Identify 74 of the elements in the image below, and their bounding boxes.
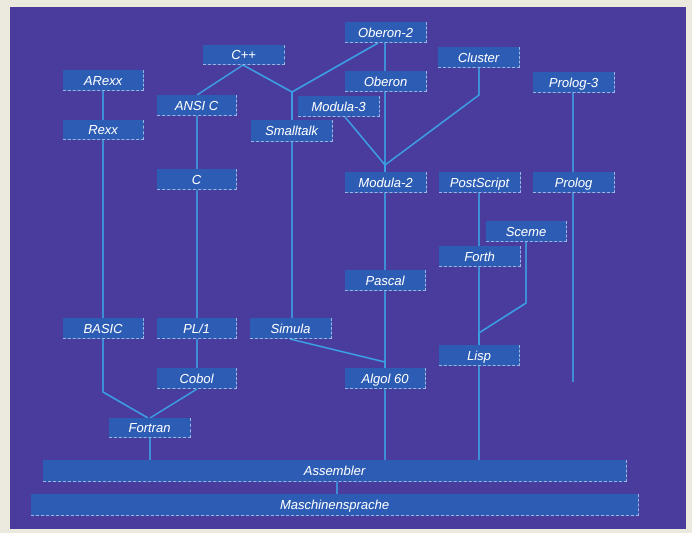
connector-line [196, 190, 198, 318]
language-box [43, 460, 627, 482]
language-name: Maschinensprache [280, 498, 390, 511]
language-box [31, 494, 639, 516]
language-box [345, 22, 427, 43]
language-name: Sceme [506, 224, 546, 238]
connector-line [149, 438, 151, 460]
language-box [157, 368, 237, 389]
connector-line [102, 339, 148, 419]
connector-line [290, 338, 386, 368]
connector-line [150, 388, 198, 419]
connector-line [384, 193, 386, 270]
connector-line [196, 339, 198, 368]
connector-line [102, 91, 104, 120]
connector-line [196, 64, 244, 96]
connector-line [572, 193, 574, 382]
language-name: ARexx [84, 74, 122, 86]
language-name: C++ [231, 48, 256, 61]
language-name: C [192, 172, 202, 186]
language-name: Rexx [88, 123, 118, 136]
language-box [345, 172, 427, 193]
language-name: Pascal [365, 274, 405, 286]
language-box [438, 47, 520, 68]
language-box [157, 169, 237, 190]
language-name: Modula-3 [311, 100, 366, 112]
language-name: Smalltalk [265, 124, 318, 137]
language-name: Lisp [467, 348, 491, 362]
language-name: Modula-2 [358, 176, 413, 188]
language-box [63, 318, 144, 339]
language-box [63, 70, 144, 91]
language-box [345, 71, 427, 92]
language-box [63, 120, 144, 140]
language-box [298, 96, 380, 117]
language-name: Cluster [458, 50, 500, 64]
connector-line [478, 193, 480, 246]
language-box [533, 172, 615, 193]
language-box [157, 95, 237, 116]
language-box [533, 72, 615, 93]
language-name: Prolog-3 [548, 76, 598, 88]
connector-line [384, 68, 480, 172]
language-box [251, 120, 333, 142]
language-name: Assembler [304, 464, 366, 477]
language-name: Oberon-2 [358, 26, 413, 38]
language-name: PL/1 [183, 322, 210, 334]
connector-line [291, 142, 293, 318]
language-name: Simula [270, 322, 310, 334]
connector-line [384, 389, 386, 460]
language-box [203, 45, 285, 65]
connector-line [102, 140, 104, 318]
language-name: Oberon [364, 74, 408, 88]
connector-line [384, 43, 386, 71]
connector-line [572, 93, 574, 172]
language-name: Prolog [554, 176, 592, 188]
language-box [439, 172, 521, 193]
connector-line [196, 116, 198, 169]
language-name: BASIC [83, 322, 122, 334]
connector-line [478, 366, 480, 460]
language-name: PostScript [450, 176, 510, 188]
language-box [345, 368, 426, 389]
language-name: Fortran [128, 421, 170, 434]
language-box [157, 318, 237, 339]
connector-line [336, 482, 338, 494]
language-box [486, 221, 567, 242]
language-box [345, 270, 426, 291]
connector-line [291, 42, 378, 120]
language-name: Cobol [180, 372, 214, 384]
language-box [109, 418, 191, 438]
language-box [250, 318, 332, 339]
language-name: ANSI C [174, 98, 218, 112]
language-box [439, 246, 521, 267]
language-name: Algol 60 [362, 372, 408, 384]
connector-line [478, 267, 480, 345]
language-box [439, 345, 520, 366]
language-name: Forth [464, 250, 495, 262]
